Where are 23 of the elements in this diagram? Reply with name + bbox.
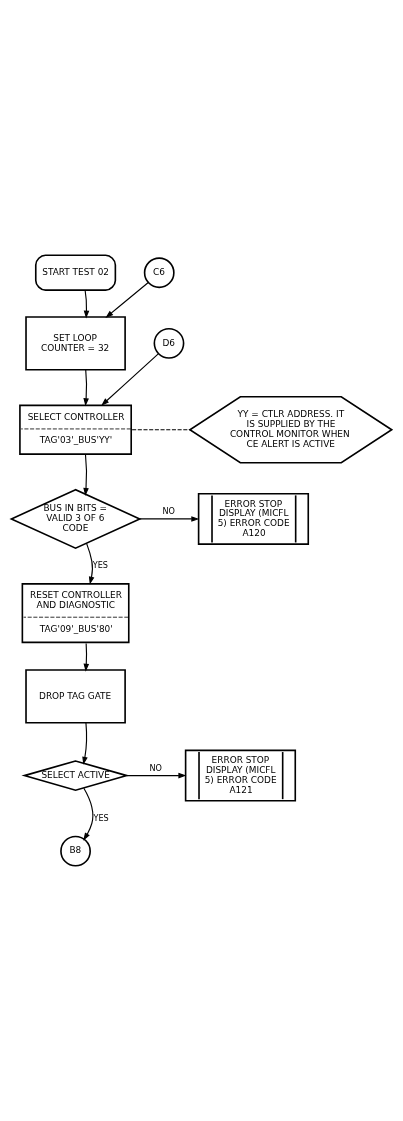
edge-label: NO	[149, 762, 162, 773]
node-diamond: SELECT ACTIVE	[21, 760, 130, 792]
edge-label: NO	[162, 506, 175, 517]
node-box: START TEST 02	[34, 254, 117, 291]
node-circle: D6	[153, 327, 185, 359]
arrow	[83, 289, 90, 319]
edge-label: YES	[93, 813, 109, 824]
arrow	[83, 369, 89, 407]
arrow	[83, 642, 90, 672]
connector	[131, 429, 191, 431]
arrow	[86, 542, 95, 585]
edge-label: YES	[92, 559, 108, 570]
arrow	[101, 353, 159, 406]
node-box: DROP TAG GATE	[25, 669, 126, 724]
arrow	[139, 516, 200, 522]
arrow	[126, 772, 187, 779]
node-circle: B8	[60, 835, 91, 867]
node-circle: C6	[143, 257, 175, 289]
arrow	[82, 722, 88, 765]
arrow	[83, 787, 94, 841]
arrow	[105, 282, 149, 318]
arrow	[83, 454, 89, 496]
node-box: SET LOOP COUNTER = 32	[25, 316, 126, 371]
